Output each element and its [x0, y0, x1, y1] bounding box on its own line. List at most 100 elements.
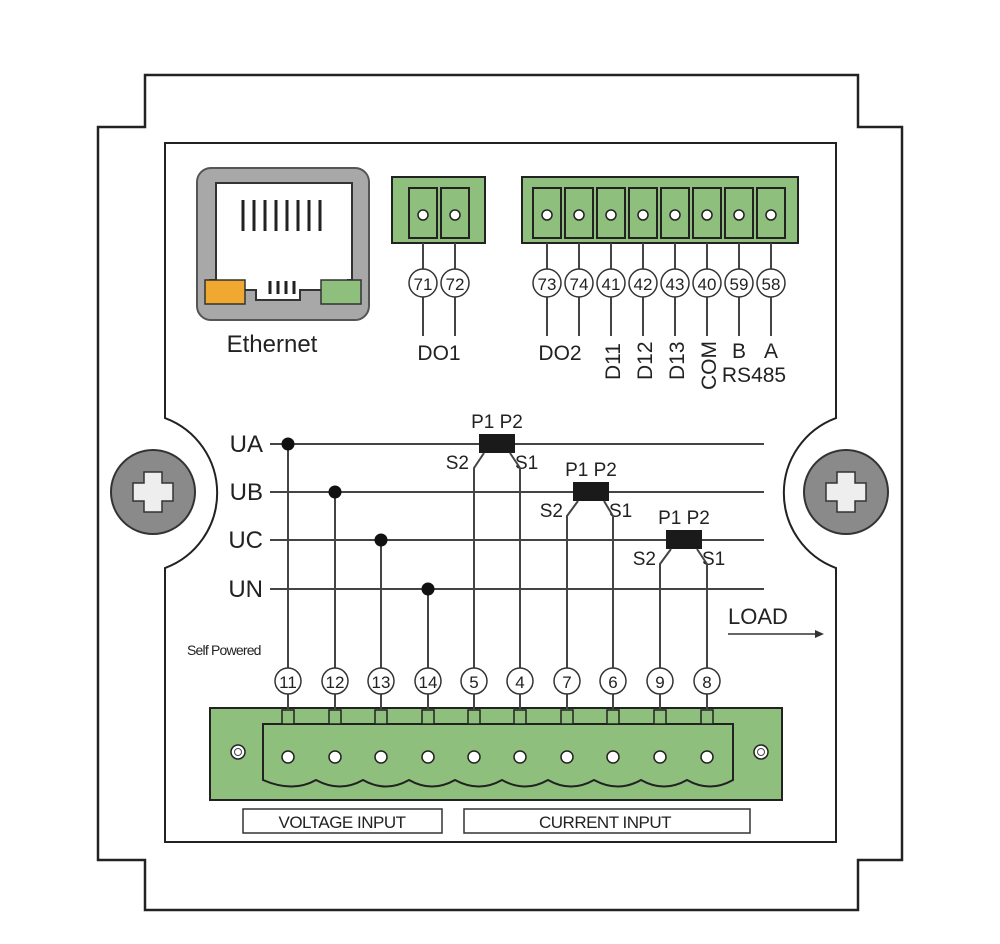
terminal-number-circle — [756, 268, 786, 298]
ct-s1-lead — [603, 500, 614, 668]
terminal-number-circle — [367, 667, 395, 695]
terminal-number-circle — [274, 667, 302, 695]
current-input-label: CURRENT INPUT — [539, 813, 671, 832]
do1-terminal-block — [391, 176, 486, 244]
terminal-pin — [281, 709, 295, 725]
terminal-number: 14 — [419, 673, 438, 692]
terminal-hole — [765, 209, 777, 221]
terminal-number: 4 — [515, 673, 524, 692]
b-label: B — [732, 340, 746, 363]
ct-p1p2-label: P1 P2 — [471, 412, 523, 433]
screw-right-icon — [803, 449, 889, 535]
ct-s1-lead — [509, 452, 521, 668]
rs485-label: RS485 — [722, 364, 786, 387]
terminal-hole — [733, 209, 745, 221]
junction-dot — [328, 485, 342, 499]
a-label: A — [764, 340, 778, 363]
terminal-number: 7 — [562, 673, 571, 692]
terminal-number-circle — [564, 268, 594, 298]
screw-left-icon — [110, 449, 196, 535]
terminal-number: 58 — [762, 275, 781, 294]
terminal-number: 73 — [538, 275, 557, 294]
terminal-pin — [560, 709, 574, 725]
terminal-pin — [513, 709, 527, 725]
com-label: COM — [698, 341, 721, 390]
terminal-pin — [606, 709, 620, 725]
terminal-number-circle — [599, 667, 627, 695]
self-powered-label: Self Powered — [187, 642, 261, 658]
terminal-pin — [653, 709, 667, 725]
d13-label: D13 — [666, 341, 689, 380]
phase-label-ub: UB — [230, 479, 263, 506]
terminal-number-circle — [408, 268, 438, 298]
terminal-number-circle — [506, 667, 534, 695]
do1-label: DO1 — [417, 342, 460, 365]
terminal-pin — [421, 709, 435, 725]
junction-dot — [421, 582, 435, 596]
terminal-number-circle — [596, 268, 626, 298]
terminal-number-circle — [692, 268, 722, 298]
terminal-number-circle — [553, 667, 581, 695]
current-input-box — [463, 808, 751, 834]
terminal-number-circle — [460, 667, 488, 695]
terminal-hole — [700, 750, 714, 764]
d11-label: D11 — [602, 343, 625, 380]
ct-p1p2-label: P1 P2 — [565, 460, 617, 481]
junction-dot — [281, 437, 295, 451]
ethernet-led-left — [204, 279, 246, 305]
phase-label-uc: UC — [228, 527, 263, 554]
terminal-pin — [467, 709, 481, 725]
voltage-input-box — [242, 808, 443, 834]
terminal-number: 13 — [372, 673, 391, 692]
terminal-hole — [653, 750, 667, 764]
voltage-input-label: VOLTAGE INPUT — [278, 813, 405, 832]
ct-p1p2-label: P1 P2 — [658, 508, 710, 529]
terminal-number-circle — [628, 268, 658, 298]
terminal-number-circle — [440, 268, 470, 298]
terminal-hole — [573, 209, 585, 221]
terminal-number-circle — [724, 268, 754, 298]
terminal-number-circle — [693, 667, 721, 695]
terminal-number: 6 — [608, 673, 617, 692]
terminal-number: 42 — [634, 275, 653, 294]
terminal-hole — [281, 750, 295, 764]
d12-label: D12 — [634, 341, 657, 380]
current-transformer — [666, 530, 702, 549]
terminal-number: 71 — [414, 275, 433, 294]
terminal-hole — [541, 209, 553, 221]
ct-s2-label: S2 — [633, 549, 656, 570]
terminal-hole — [421, 750, 435, 764]
phase-label-un: UN — [228, 576, 263, 603]
terminal-hole — [701, 209, 713, 221]
ct-s1-label: S1 — [702, 549, 725, 570]
ct-s2-label: S2 — [446, 453, 469, 474]
ct-s2-lead — [659, 548, 672, 668]
terminal-hole — [467, 750, 481, 764]
ct-s2-lead — [566, 500, 579, 668]
terminal-number: 43 — [666, 275, 685, 294]
terminal-number-circle — [532, 268, 562, 298]
ct-s2-label: S2 — [540, 501, 563, 522]
terminal-number-circle — [660, 268, 690, 298]
terminal-number-circle — [414, 667, 442, 695]
terminal-number: 41 — [602, 275, 621, 294]
ct-s1-label: S1 — [515, 453, 538, 474]
bottom-terminal-block — [209, 707, 783, 801]
terminal-hole — [374, 750, 388, 764]
current-transformer — [573, 482, 609, 501]
terminal-number: 12 — [326, 673, 345, 692]
ethernet-led-right — [320, 279, 362, 305]
ct-s1-lead — [696, 548, 708, 668]
terminal-hole — [513, 750, 527, 764]
ethernet-port: Ethernet — [196, 167, 370, 358]
phase-label-ua: UA — [230, 431, 263, 458]
load-label: LOAD — [728, 604, 788, 629]
terminal-hole — [328, 750, 342, 764]
do2-label: DO2 — [538, 342, 581, 365]
terminal-number: 72 — [446, 275, 465, 294]
current-transformer — [479, 434, 515, 453]
junction-dot — [374, 533, 388, 547]
ethernet-label: Ethernet — [227, 331, 318, 358]
terminal-number: 59 — [730, 275, 749, 294]
